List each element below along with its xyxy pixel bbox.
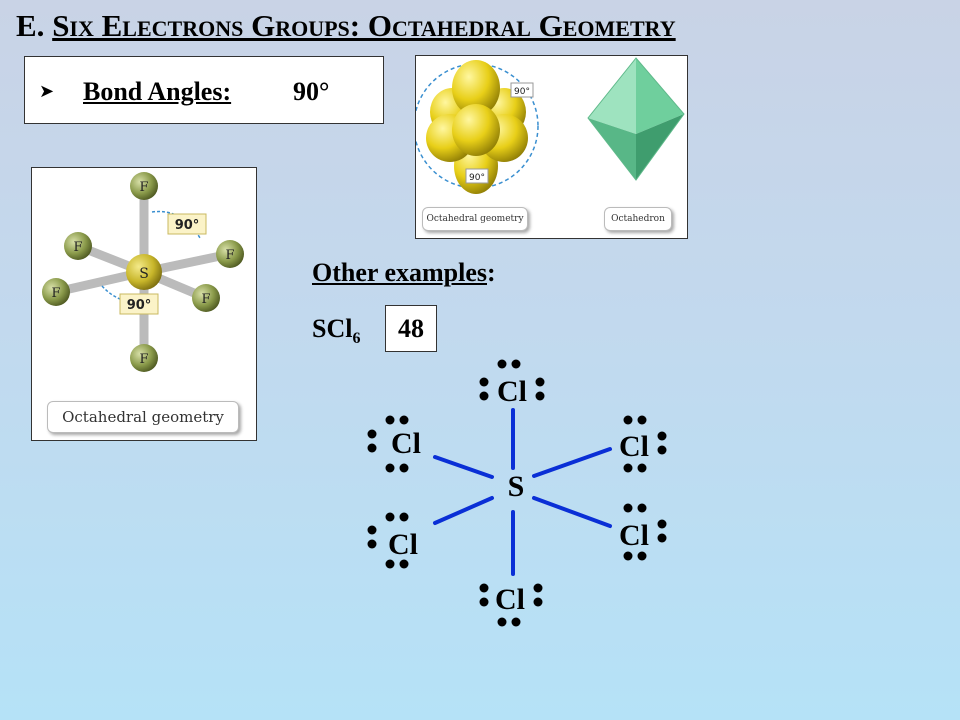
balloon-angle-top: 90° — [514, 87, 530, 97]
lone-pairs-lower-left — [367, 512, 409, 569]
lewis-central-s: S — [508, 470, 525, 503]
valence-electron-count: 48 — [385, 305, 437, 352]
lewis-cl-upper-right: Cl — [619, 430, 649, 463]
sf6-f-bottom: F — [139, 352, 148, 367]
bond-angles-value: 90° — [293, 77, 330, 106]
scl6-formula: SCl6 — [312, 314, 360, 348]
lewis-cl-lower-left: Cl — [388, 528, 418, 561]
sf6-angle-bottom: 90° — [127, 298, 152, 313]
balloon-angle-bottom: 90° — [469, 173, 485, 183]
lone-pairs-top — [479, 359, 545, 401]
title-prefix: E. — [16, 8, 45, 43]
octahedron-caption: Octahedron — [604, 207, 672, 231]
other-examples-heading: Other examples: — [312, 258, 496, 288]
balloon-octahedron-icon: 90° 90° — [413, 57, 685, 194]
bond-angles-label: Bond Angles: — [83, 77, 232, 106]
sf6-central-atom: S — [139, 266, 149, 282]
octahedron-shape — [587, 57, 685, 181]
lewis-cl-lower-right: Cl — [619, 519, 649, 552]
slide-title: E. Six Electrons Groups: Octahedral Geom… — [16, 8, 676, 44]
bond-angle-box: ➤ Bond Angles: 90° — [24, 56, 384, 124]
sf6-f-lower-left: F — [51, 286, 60, 301]
lone-pairs-upper-right — [623, 415, 667, 473]
formula-subscript: 6 — [352, 330, 361, 348]
sf6-f-lower-right: F — [201, 292, 210, 307]
sf6-f-upper-left: F — [73, 240, 82, 255]
lone-pairs-lower-right — [623, 503, 667, 561]
scl6-lewis-structure: S Cl Cl Cl Cl Cl Cl — [367, 359, 667, 627]
octahedral-model-image: 90° 90° Octahedral geometry Octahedron — [413, 55, 688, 239]
sf6-f-top: F — [139, 180, 148, 195]
other-examples-colon: : — [487, 258, 496, 287]
lone-pairs-upper-left — [367, 415, 409, 473]
sf6-model-image: S F F F F F F 90° 90° Octahedral geometr… — [31, 167, 257, 441]
sf6-angle-top: 90° — [175, 218, 200, 233]
other-examples-label: Other examples — [312, 258, 487, 287]
lewis-cl-top: Cl — [497, 375, 527, 408]
arrowhead-bullet-icon: ➤ — [39, 81, 55, 102]
lone-pairs-bottom — [479, 583, 543, 627]
sf6-f-upper-right: F — [225, 248, 234, 263]
balloon-caption: Octahedral geometry — [422, 207, 528, 231]
lewis-cl-upper-left: Cl — [391, 427, 421, 460]
sf6-ball-stick-icon: S F F F F F F 90° 90° — [42, 172, 244, 372]
formula-main: SCl — [312, 314, 353, 343]
title-main: Six Electrons Groups: Octahedral Geometr… — [52, 8, 676, 43]
sf6-caption: Octahedral geometry — [47, 401, 239, 433]
lewis-cl-bottom: Cl — [495, 583, 525, 616]
